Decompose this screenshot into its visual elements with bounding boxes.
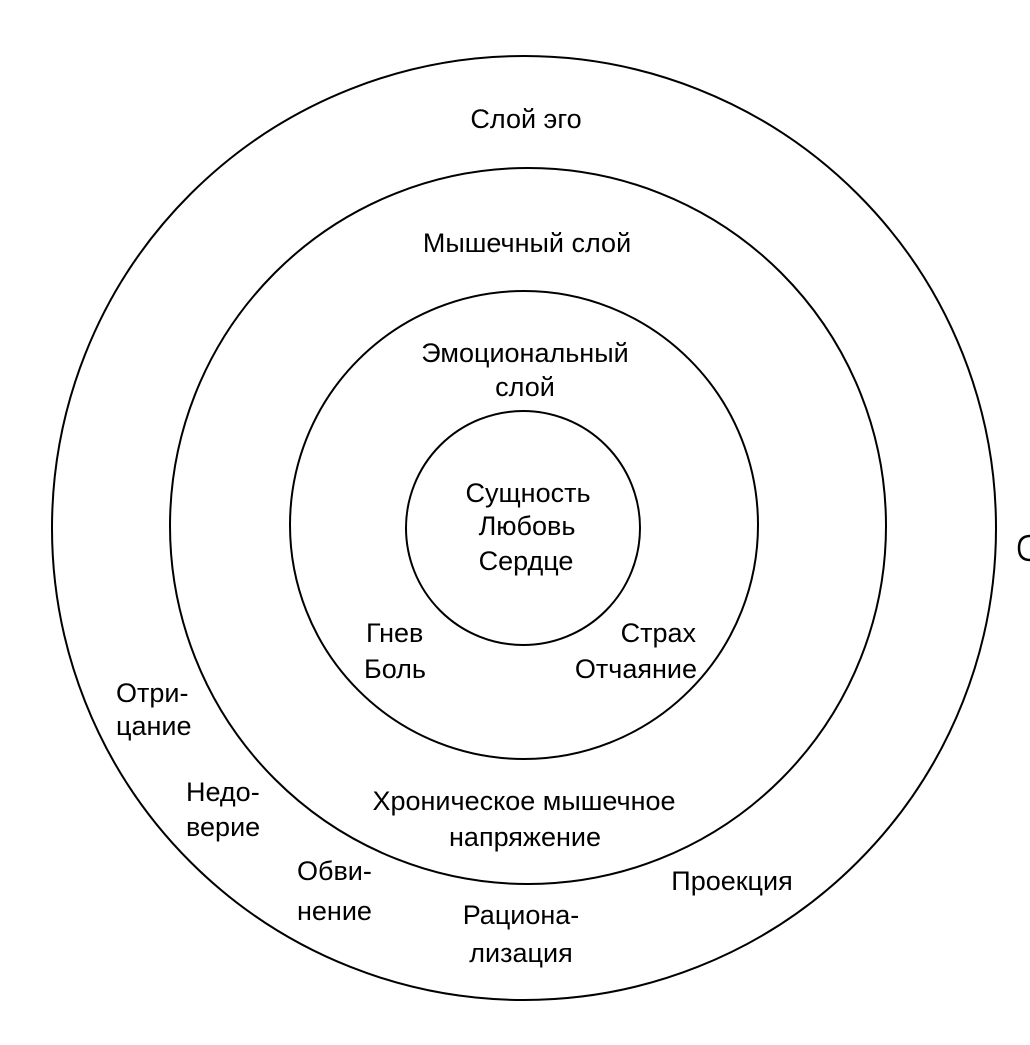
core-label-line3: Сердце xyxy=(479,546,574,576)
emotion-right-line2: Отчаяние xyxy=(575,654,697,684)
ego-layer-ring xyxy=(51,55,997,1001)
muscle-layer-label: Мышечный слой xyxy=(423,228,631,258)
defense-denial-line1: Отри- xyxy=(116,678,188,708)
defense-denial-line2: цание xyxy=(116,711,192,741)
tension-label-line2: напряжение xyxy=(449,822,601,852)
ego-layer-label: Слой эго xyxy=(470,104,581,134)
tension-label-line1: Хроническое мышечное xyxy=(372,786,675,816)
emotion-left-line2: Боль xyxy=(364,654,426,684)
defense-rationalization-line1: Рациона- xyxy=(463,900,580,930)
muscle-layer-ring xyxy=(169,167,887,885)
emotional-layer-label-line2: слой xyxy=(495,372,555,402)
defense-distrust-line1: Недо- xyxy=(186,777,260,807)
emotional-layer-label-line1: Эмоциональный xyxy=(421,338,628,368)
emotion-left-line1: Гнев xyxy=(366,618,423,648)
defense-distrust-line2: верие xyxy=(186,812,260,842)
defense-blame-line1: Обви- xyxy=(297,856,372,886)
defense-projection-label: Проекция xyxy=(671,866,792,896)
emotion-right-line1: Страх xyxy=(621,618,697,648)
core-label-line2: Любовь xyxy=(479,511,576,541)
emotional-layer-ring xyxy=(289,290,759,760)
defense-blame-line2: нение xyxy=(297,896,372,926)
defense-rationalization-line2: лизация xyxy=(469,938,572,968)
cropped-edge-glyph xyxy=(1017,534,1030,562)
core-label-line1: Сущность xyxy=(465,478,590,508)
core-ring xyxy=(405,410,641,646)
